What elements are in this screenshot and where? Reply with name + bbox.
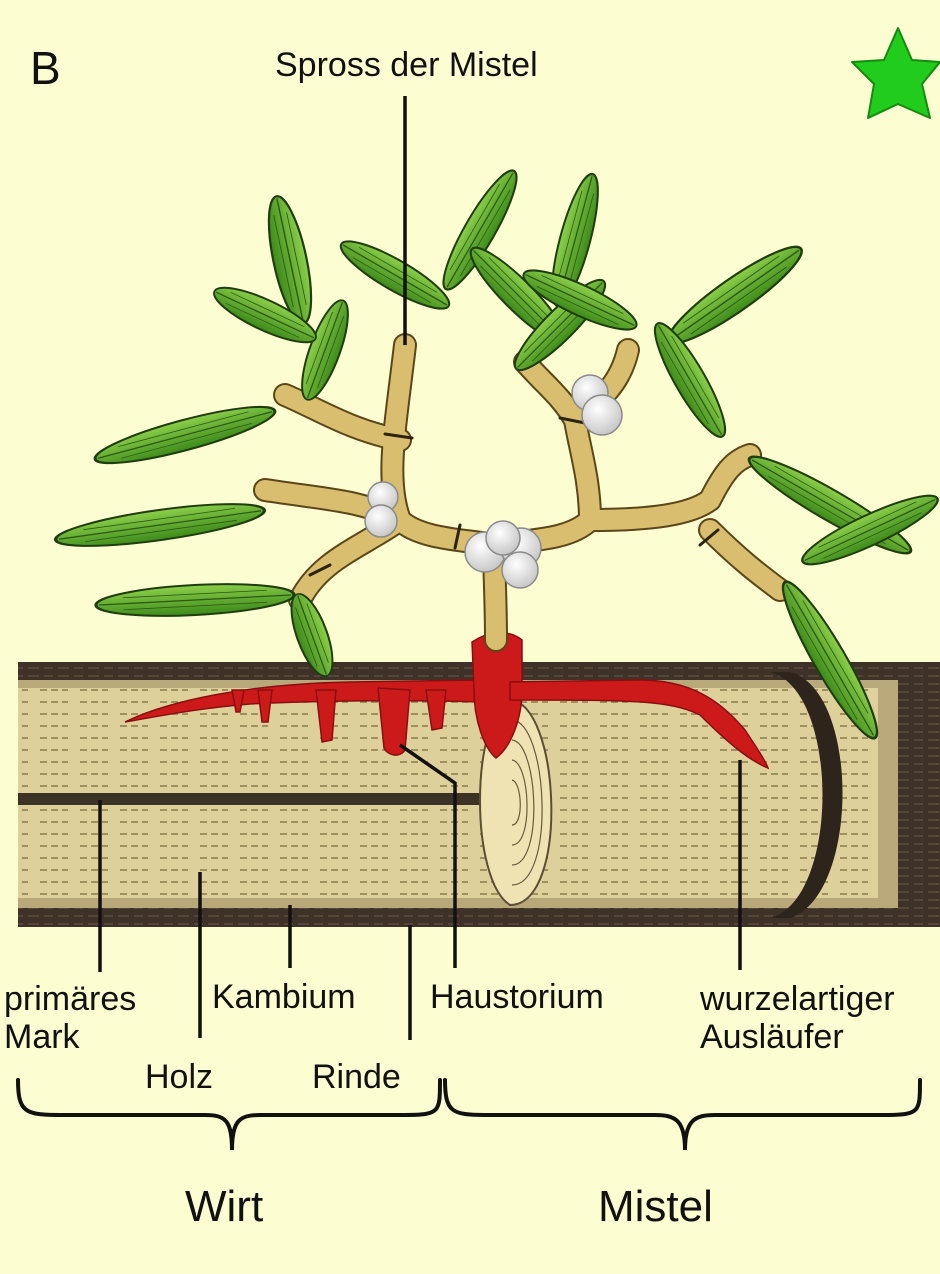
label-shoot: Spross der Mistel bbox=[275, 46, 538, 84]
haustorium-system bbox=[124, 632, 770, 770]
leader-lines bbox=[98, 96, 742, 1040]
mistletoe-berries bbox=[364, 374, 623, 589]
bark-cut-edge bbox=[770, 672, 843, 918]
panel-letter: B bbox=[30, 42, 61, 94]
label-host: Wirt bbox=[185, 1182, 264, 1231]
group-braces bbox=[16, 1078, 922, 1151]
haustorium-sinker-3 bbox=[315, 689, 337, 743]
growth-rings bbox=[511, 719, 543, 886]
haustorium-sinker-2 bbox=[257, 689, 273, 723]
pith-band bbox=[18, 793, 508, 805]
haustorium-sinker-5 bbox=[425, 689, 447, 731]
brace-mistletoe bbox=[443, 1078, 922, 1151]
haustorium-sinker-1 bbox=[231, 689, 245, 713]
label-runner: wurzelartiger Ausläufer bbox=[700, 980, 895, 1056]
label-mistletoe: Mistel bbox=[598, 1182, 713, 1231]
brace-host bbox=[16, 1078, 442, 1151]
label-cambium: Kambium bbox=[212, 978, 356, 1016]
label-bark: Rinde bbox=[312, 1058, 401, 1096]
haustorium-runner-right bbox=[509, 679, 770, 770]
leader-haustorium bbox=[399, 743, 457, 968]
star-marker-icon bbox=[851, 27, 940, 119]
label-pith: primäres Mark bbox=[4, 980, 137, 1056]
label-haustorium: Haustorium bbox=[430, 978, 604, 1016]
label-wood: Holz bbox=[145, 1058, 214, 1096]
